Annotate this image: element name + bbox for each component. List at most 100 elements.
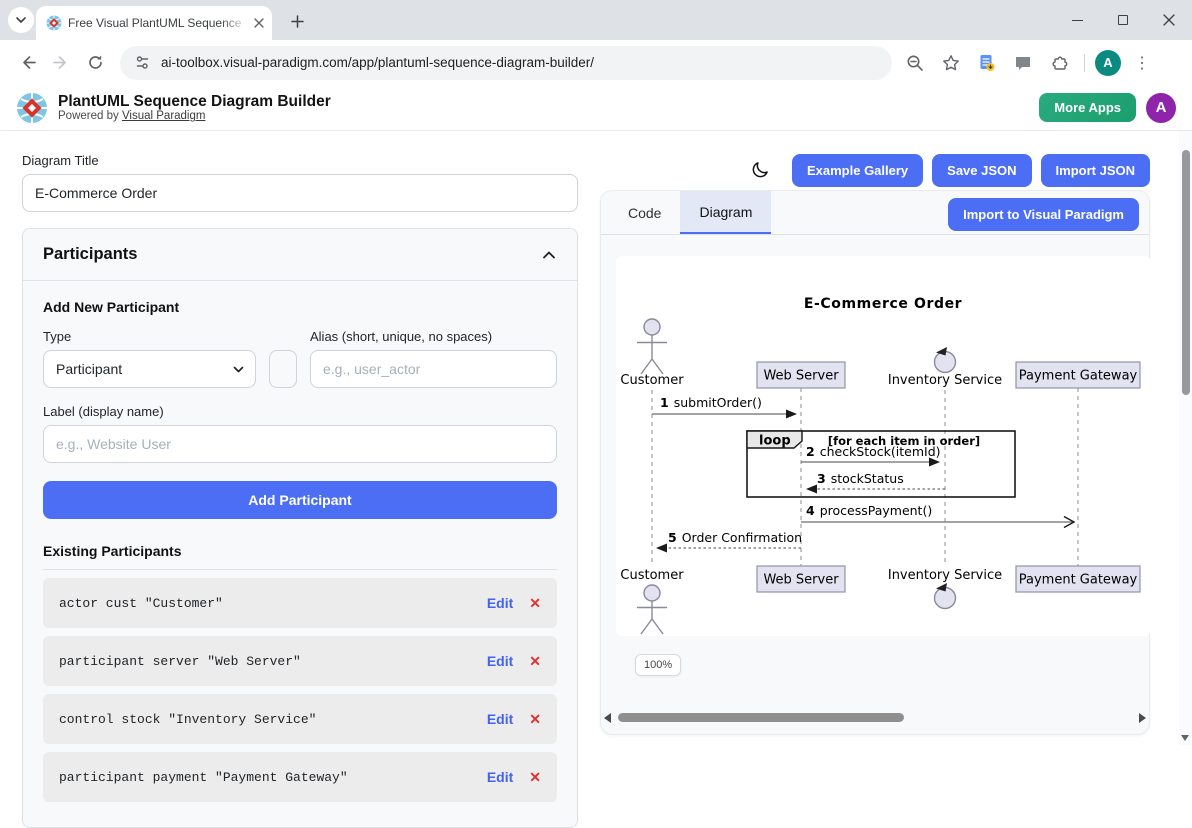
extensions-button[interactable] [1044, 48, 1074, 78]
minimize-button[interactable] [1054, 0, 1100, 40]
diagram-title-input[interactable] [22, 174, 578, 212]
forward-button[interactable] [44, 46, 78, 80]
tab-diagram[interactable]: Diagram [680, 191, 771, 234]
vertical-scrollbar[interactable] [1179, 131, 1192, 745]
download-page-button[interactable] [972, 48, 1002, 78]
alias-input[interactable] [310, 350, 557, 388]
horizontal-scroll-thumb[interactable] [618, 713, 904, 722]
tab-title: Free Visual PlantUML Sequence [68, 16, 248, 30]
example-gallery-button[interactable]: Example Gallery [792, 154, 923, 187]
tab-bar: Code Diagram Import to Visual Paradigm [601, 191, 1149, 235]
chevron-down-icon [15, 14, 27, 26]
puzzle-icon [1050, 54, 1068, 72]
reload-button[interactable] [78, 46, 112, 80]
delete-participant-button[interactable]: ✕ [529, 711, 541, 728]
url-bar[interactable]: ai-toolbox.visual-paradigm.com/app/plant… [120, 46, 892, 80]
participants-bottom: Customer Web Server Inventory Service Pa… [620, 566, 1140, 634]
participant-type-select[interactable]: Participant [43, 350, 256, 388]
vertical-scroll-thumb[interactable] [1182, 150, 1190, 395]
magnifier-minus-icon [906, 54, 924, 72]
add-participant-button[interactable]: Add Participant [43, 481, 557, 519]
actor-icon [637, 319, 667, 374]
message-2: 2checkStock(itemId) [801, 444, 941, 467]
left-panel: Diagram Title Participants Add New Parti… [22, 131, 578, 828]
browser-tab[interactable]: Free Visual PlantUML Sequence [36, 6, 272, 40]
minimize-icon [1072, 20, 1083, 21]
participant-name: Customer [620, 373, 684, 388]
forward-icon [53, 54, 70, 71]
delete-participant-button[interactable]: ✕ [529, 769, 541, 786]
browser-menu-button[interactable]: ⋮ [1127, 48, 1157, 78]
zoom-level-badge[interactable]: 100% [635, 654, 681, 676]
participant-code: participant payment "Payment Gateway" [59, 770, 487, 785]
chevron-down-icon [232, 363, 245, 376]
svg-text:3stockStatus: 3stockStatus [817, 471, 904, 486]
edit-participant-link[interactable]: Edit [487, 769, 513, 785]
participant-name: Inventory Service [888, 568, 1002, 583]
import-to-visual-paradigm-button[interactable]: Import to Visual Paradigm [948, 198, 1139, 231]
import-json-button[interactable]: Import JSON [1041, 154, 1150, 187]
chevron-up-icon[interactable] [541, 247, 557, 263]
tab-search-chevron-button[interactable] [8, 7, 34, 33]
speech-bubble-icon [1014, 54, 1032, 72]
participant-name: Payment Gateway [1019, 573, 1138, 588]
new-tab-button[interactable] [286, 10, 308, 32]
edit-participant-link[interactable]: Edit [487, 711, 513, 727]
participant-row: participant payment "Payment Gateway" Ed… [43, 752, 557, 802]
browser-profile-avatar[interactable]: A [1095, 50, 1121, 76]
reload-icon [87, 54, 104, 71]
save-json-button[interactable]: Save JSON [932, 154, 1031, 187]
maximize-button[interactable] [1100, 0, 1146, 40]
delete-participant-button[interactable]: ✕ [529, 595, 541, 612]
back-icon [19, 54, 36, 71]
message-3: 3stockStatus [806, 471, 945, 494]
zoom-out-button[interactable] [900, 48, 930, 78]
delete-participant-button[interactable]: ✕ [529, 653, 541, 670]
bookmark-button[interactable] [936, 48, 966, 78]
visual-paradigm-logo [16, 92, 48, 124]
edit-participant-link[interactable]: Edit [487, 595, 513, 611]
side-panel-button[interactable] [1008, 48, 1038, 78]
svg-text:1submitOrder(): 1submitOrder() [660, 395, 762, 410]
visual-paradigm-favicon [46, 15, 62, 31]
user-avatar[interactable]: A [1146, 93, 1176, 123]
existing-participants-heading: Existing Participants [43, 543, 557, 559]
participant-name: Inventory Service [888, 373, 1002, 388]
control-icon [935, 583, 956, 609]
maximize-icon [1118, 15, 1128, 25]
diagram-canvas[interactable]: E-Commerce Order Customer Web Server [616, 256, 1151, 636]
scroll-down-arrow-icon[interactable] [1181, 735, 1189, 741]
dark-mode-toggle[interactable] [745, 155, 775, 185]
existing-divider [43, 569, 557, 570]
more-apps-button[interactable]: More Apps [1039, 93, 1136, 122]
loop-operator: loop [759, 434, 791, 449]
diagram-title-label: Diagram Title [22, 153, 578, 168]
tab-close-icon[interactable] [254, 18, 264, 28]
edit-participant-link[interactable]: Edit [487, 653, 513, 669]
loop-fragment: loop [for each item in order] 2checkStoc… [747, 431, 1015, 497]
diagram-title-text: E-Commerce Order [804, 296, 962, 312]
display-name-input[interactable] [43, 425, 557, 463]
sequence-diagram: E-Commerce Order Customer Web Server [616, 256, 1151, 636]
toolbar-divider [1084, 54, 1085, 72]
diagram-panel: Code Diagram Import to Visual Paradigm E… [600, 190, 1150, 735]
participant-row: actor cust "Customer" Edit ✕ [43, 578, 557, 628]
visual-paradigm-link[interactable]: Visual Paradigm [122, 110, 206, 122]
close-button[interactable] [1146, 0, 1192, 40]
tab-code[interactable]: Code [609, 191, 680, 234]
browser-toolbar: ai-toolbox.visual-paradigm.com/app/plant… [0, 40, 1192, 85]
participants-card: Participants Add New Participant Type Pa… [22, 228, 578, 828]
horizontal-scrollbar[interactable] [604, 710, 1146, 725]
svg-text:5Order Confirmation: 5Order Confirmation [668, 530, 802, 545]
back-button[interactable] [10, 46, 44, 80]
control-icon [935, 347, 956, 373]
participant-name: Customer [620, 568, 684, 583]
participant-color-swatch[interactable] [269, 350, 297, 388]
scroll-left-arrow-icon[interactable] [604, 713, 611, 723]
scroll-right-arrow-icon[interactable] [1139, 713, 1146, 723]
site-settings-icon[interactable] [134, 54, 151, 71]
participants-header[interactable]: Participants [23, 229, 577, 280]
participant-row: participant server "Web Server" Edit ✕ [43, 636, 557, 686]
participant-code: participant server "Web Server" [59, 654, 487, 669]
moon-icon [750, 160, 770, 180]
